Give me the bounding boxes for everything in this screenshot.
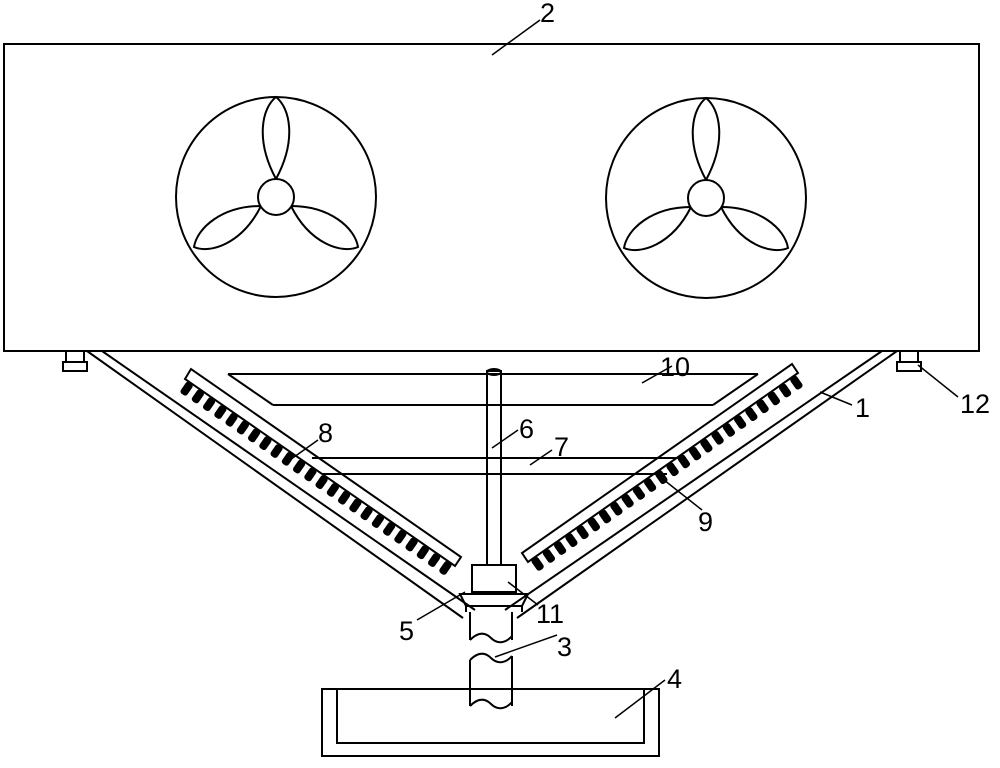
bristle xyxy=(733,415,747,429)
bristle xyxy=(225,412,238,427)
bristle xyxy=(315,475,328,490)
bristle xyxy=(745,407,758,422)
bristle xyxy=(587,517,601,532)
bristle xyxy=(203,397,216,412)
bristle xyxy=(576,525,589,540)
label-9: 9 xyxy=(698,507,713,537)
bristle xyxy=(756,399,769,414)
brush-9 xyxy=(520,362,803,571)
bristle xyxy=(394,529,407,544)
bristle xyxy=(621,493,634,508)
leader-lines xyxy=(286,19,959,719)
bristle xyxy=(180,381,193,396)
bolt-left xyxy=(62,350,88,372)
bristle xyxy=(790,375,803,390)
bristle xyxy=(281,451,294,466)
bristle xyxy=(688,446,702,461)
v-frame xyxy=(86,350,898,619)
bristle xyxy=(677,454,691,469)
bristle xyxy=(236,420,249,435)
bristle xyxy=(371,514,384,528)
bristle xyxy=(293,459,306,474)
bristle xyxy=(304,467,317,482)
bristle xyxy=(191,389,204,404)
label-3: 3 xyxy=(557,632,572,662)
bearing-11 xyxy=(471,564,517,593)
pipe-3 xyxy=(469,612,513,710)
bristle xyxy=(553,541,567,555)
bristle xyxy=(778,383,792,398)
bristle xyxy=(270,444,283,458)
label-5: 5 xyxy=(399,616,414,646)
shaft-6 xyxy=(486,368,502,566)
bristle xyxy=(610,501,623,516)
label-6: 6 xyxy=(519,414,534,444)
fan-left xyxy=(175,95,377,298)
bar-7 xyxy=(312,457,678,475)
bristle xyxy=(360,506,373,521)
bolt-right xyxy=(896,350,922,372)
bristle xyxy=(259,436,272,451)
label-2: 2 xyxy=(540,0,555,28)
fan-right xyxy=(605,96,807,299)
housing-box xyxy=(3,43,980,352)
bristle xyxy=(416,545,429,560)
label-11: 11 xyxy=(536,599,564,629)
brush-8 xyxy=(180,367,463,575)
label-4: 4 xyxy=(667,664,682,694)
bristle xyxy=(248,428,261,443)
bristles-left xyxy=(180,381,452,575)
bristle xyxy=(542,549,556,563)
bristle xyxy=(666,462,679,477)
bristle xyxy=(405,537,418,552)
bristles-right xyxy=(531,375,803,571)
bristle xyxy=(531,556,544,571)
label-12: 12 xyxy=(960,389,990,419)
bristle xyxy=(326,483,339,497)
label-8: 8 xyxy=(318,418,333,448)
bristle xyxy=(632,486,646,500)
bristle xyxy=(643,478,657,492)
tray-4 xyxy=(321,688,660,757)
bristle xyxy=(722,423,736,437)
label-10: 10 xyxy=(660,352,690,382)
label-7: 7 xyxy=(554,432,569,462)
bristle xyxy=(598,509,612,524)
label-1: 1 xyxy=(855,393,870,423)
bristle xyxy=(349,498,362,513)
bristle xyxy=(767,391,781,406)
bristle xyxy=(700,438,713,453)
bristle xyxy=(565,533,578,548)
bristle xyxy=(428,553,441,567)
bristle xyxy=(439,561,452,575)
bristle xyxy=(711,430,724,445)
bristle xyxy=(214,405,227,419)
bristle xyxy=(338,490,351,505)
bristle xyxy=(383,522,396,536)
